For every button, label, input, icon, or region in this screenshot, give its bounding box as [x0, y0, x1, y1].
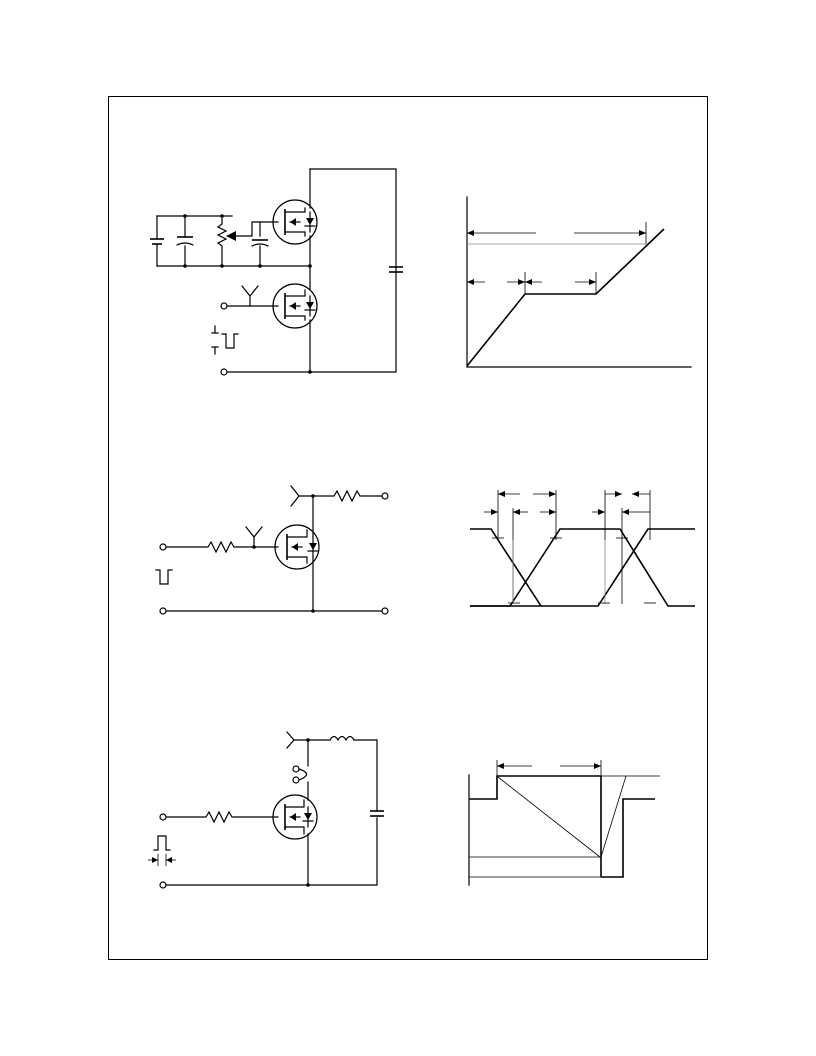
current-probe-terminal-upper: [292, 765, 300, 773]
gate-pulse-symbol: [221, 333, 239, 349]
turn-off-time-dimension: [632, 491, 650, 497]
resistive-switching-test-circuit: [155, 485, 389, 615]
upper-mosfet: [272, 199, 318, 245]
ground-terminal: [220, 368, 228, 376]
load-resistor-wire: [312, 489, 383, 503]
drain-supply-loop: [221, 168, 397, 373]
drain-voltage-trace: [469, 775, 602, 877]
bias-capacitor: [176, 236, 194, 246]
drain-probe: [290, 485, 314, 507]
input-terminal: [159, 543, 167, 551]
gate-voltage-trace: [466, 228, 665, 367]
gate-drain-charge-dimension: [525, 279, 596, 285]
gate-resistor-wire: [165, 810, 279, 824]
supply-ground-terminal: [381, 607, 389, 615]
drain-voltage-rise: [541, 528, 695, 607]
rise-fall-dimensions: [484, 509, 650, 515]
unclamped-inductive-test-circuit: [148, 731, 384, 889]
axes: [466, 196, 692, 368]
wiper-arrow: [226, 231, 236, 241]
gate-probe: [241, 285, 259, 307]
gate-resistor-wire: [165, 540, 279, 554]
drain-current-ramp: [497, 776, 601, 858]
total-charge-dimension: [467, 230, 646, 236]
drain-voltage-fall: [470, 528, 543, 607]
potentiometer: [216, 215, 228, 267]
current-probe-terminal-lower: [292, 776, 300, 784]
pulse-width-dimension: [148, 854, 176, 866]
turn-off-delay-dimension: [605, 491, 622, 497]
input-pulse-symbol: [153, 835, 171, 851]
bias-battery: [150, 238, 164, 245]
turn-on-delay-dimension: [498, 491, 520, 497]
supply-terminal: [381, 492, 389, 500]
switching-mosfet: [274, 524, 320, 570]
upper-gate-wire: [259, 221, 279, 237]
gate-charge-waveform: [466, 196, 692, 368]
input-ground-terminal: [159, 607, 167, 615]
supply-capacitor: [370, 810, 384, 817]
lower-mosfet: [272, 283, 318, 329]
avalanche-mosfet: [272, 794, 318, 840]
gate-charge-test-circuit: [150, 168, 403, 376]
wiper-wire: [233, 221, 261, 237]
gate-probe: [245, 526, 263, 548]
drain-current-return: [600, 775, 627, 858]
gate-voltage-trace: [470, 528, 695, 607]
supply-voltage-trace: [601, 798, 655, 878]
input-terminal: [159, 813, 167, 821]
page-frame: [108, 96, 708, 960]
avalanche-time-dimension: [496, 760, 602, 776]
gate-capacitor: [251, 239, 269, 267]
unclamped-inductive-waveform: [468, 760, 660, 886]
current-probe-loop: [298, 768, 308, 781]
pulse-amplitude-marker: [211, 325, 219, 355]
supply-capacitor: [389, 266, 403, 273]
input-pulse-symbol: [155, 569, 173, 585]
turn-on-time-dimension: [533, 491, 556, 497]
resistive-switching-waveform: [470, 490, 695, 607]
load-inductor: [329, 735, 355, 742]
gate-terminal: [220, 302, 228, 310]
supply-loop: [307, 739, 378, 886]
gate-source-charge-dimension: [467, 279, 525, 285]
drain-probe: [286, 731, 309, 749]
input-ground-terminal: [159, 881, 167, 889]
